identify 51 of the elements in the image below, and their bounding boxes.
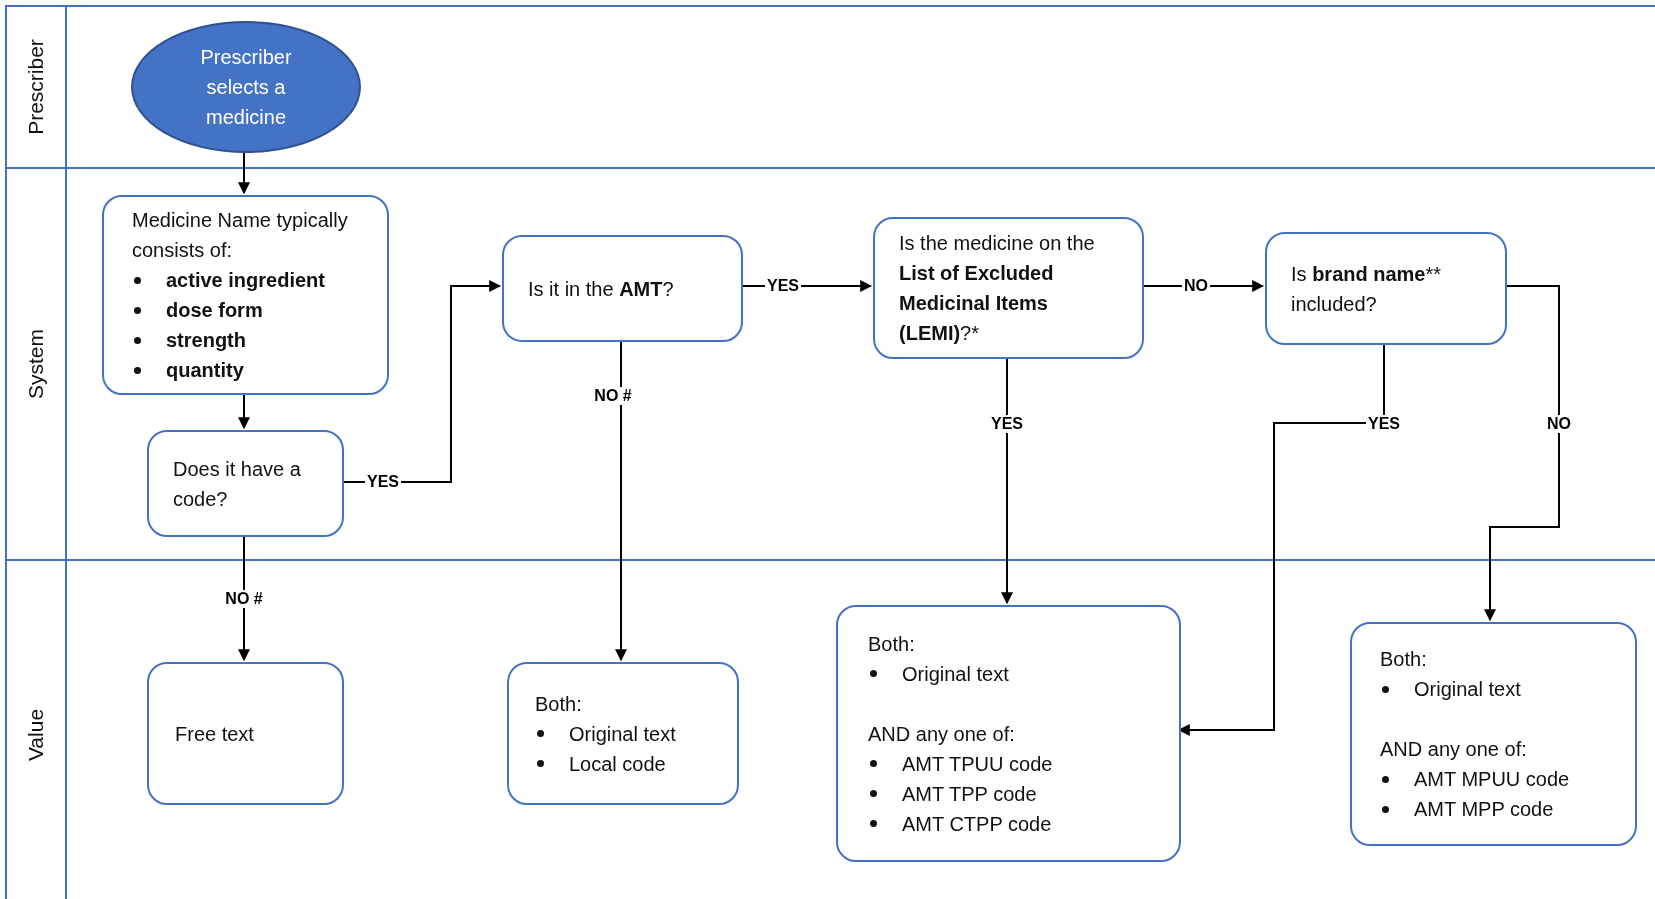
bullet-text: Original text xyxy=(569,721,676,747)
process-box xyxy=(1350,622,1637,846)
lane-label: System xyxy=(24,329,48,399)
node-text: Is brand name** included? xyxy=(1291,261,1443,317)
bullet-text: dose form xyxy=(166,298,263,323)
bullet-text: AMT MPP code xyxy=(1414,797,1554,822)
lane-label: Value xyxy=(24,708,48,762)
edge-label: NO xyxy=(1545,415,1573,433)
process-box xyxy=(147,662,344,805)
process-box xyxy=(836,605,1181,862)
edge-label: YES xyxy=(989,415,1025,433)
node-text: Medicine Name typically consists of: xyxy=(132,208,349,263)
arrow xyxy=(615,339,627,662)
swimlane xyxy=(5,559,1655,899)
node-text: AND any one of: xyxy=(868,721,1016,747)
bullet-text: Original text xyxy=(902,661,1009,687)
node-text: Is it in the AMT? xyxy=(528,276,675,302)
swimlane xyxy=(5,167,1655,559)
node-text: AND any one of: xyxy=(1380,737,1528,762)
bullet-text: strength xyxy=(166,328,246,353)
process-box xyxy=(507,662,739,805)
swimlane xyxy=(5,5,1655,167)
arrow xyxy=(341,280,502,483)
node-text: Both: xyxy=(1380,647,1428,672)
process-box xyxy=(147,430,344,537)
edge-label: NO # xyxy=(592,387,634,405)
bullet-text: AMT TPP code xyxy=(902,781,1037,807)
bullet-text: Original text xyxy=(1414,677,1521,702)
node-text: Prescriber selects a medicine xyxy=(199,45,293,130)
process-box xyxy=(873,217,1144,359)
node-text: Free text xyxy=(175,721,255,747)
node-text: Is the medicine on the List of Excluded Medicinal Items (LEMI)?* xyxy=(899,231,1096,346)
process-box xyxy=(502,235,743,342)
lane-label: Prescriber xyxy=(24,39,48,135)
bullet-text: Local code xyxy=(569,751,666,777)
arrow xyxy=(238,150,250,195)
edge-label: NO # xyxy=(223,590,265,608)
bullet-text: quantity xyxy=(166,358,244,383)
node-text: Both: xyxy=(535,691,583,717)
arrow xyxy=(1001,356,1013,605)
bullet-text: AMT TPUU code xyxy=(902,751,1053,777)
node-text: Does it have a code? xyxy=(173,456,302,512)
process-box xyxy=(102,195,389,395)
node-text: Both: xyxy=(868,631,916,657)
process-box xyxy=(1265,232,1507,345)
bullet-text: AMT MPUU code xyxy=(1414,767,1570,792)
arrow xyxy=(238,534,250,662)
bullet-text: AMT CTPP code xyxy=(902,811,1052,837)
bullet-text: active ingredient xyxy=(166,268,325,293)
arrow xyxy=(1484,285,1560,622)
arrow xyxy=(238,392,250,430)
